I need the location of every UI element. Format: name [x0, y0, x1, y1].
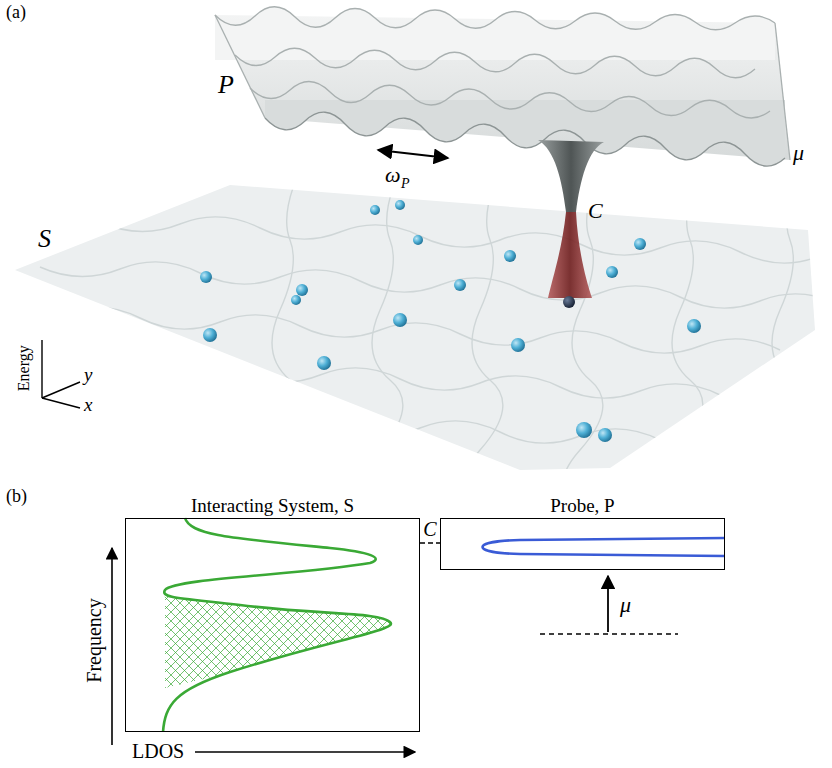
plot-box: Interacting System, S [125, 518, 420, 732]
atom [296, 284, 308, 296]
atom [395, 200, 405, 210]
coupling-link [420, 542, 440, 544]
axis-label: Energy [15, 345, 33, 391]
atoms [200, 200, 701, 442]
probe-front-fill [265, 100, 785, 166]
lattice-sheet [15, 185, 815, 470]
probed-atom [563, 296, 575, 308]
coupling-symbol: C [588, 198, 603, 223]
atom [687, 319, 701, 333]
chemical-potential-symbol: μ [793, 140, 804, 165]
atom [203, 328, 217, 342]
oscillation-arrow [378, 150, 448, 158]
coupling-symbol: C [423, 518, 436, 541]
atom [511, 338, 525, 352]
probe-symbol: P [218, 70, 234, 100]
ldos-curve [163, 518, 391, 732]
frequency-subscript: P [401, 176, 410, 192]
frequency-axis [111, 548, 113, 745]
lattice-waves [0, 170, 832, 520]
atom [370, 205, 380, 215]
atom [291, 295, 301, 305]
probe-back-fill [215, 7, 775, 60]
axes [42, 340, 80, 408]
atom [317, 356, 331, 370]
axis-label: Frequency [82, 598, 105, 682]
probe-waves [215, 7, 790, 166]
frequency-symbol: ω [385, 162, 401, 187]
atom [413, 235, 423, 245]
axis-label: x [84, 394, 92, 416]
coupling-cone [548, 212, 592, 298]
box-heading: Interacting System, S [191, 495, 354, 517]
atom [576, 422, 592, 438]
atom [504, 250, 516, 262]
probe-band [483, 538, 726, 556]
chemical-potential-arrow [607, 576, 609, 632]
atom [454, 279, 466, 291]
system-symbol: S [38, 224, 51, 254]
axis-label: LDOS [132, 740, 184, 763]
chemical-potential-symbol: μ [620, 592, 631, 617]
axis-label: y [84, 364, 92, 386]
reference-level [540, 633, 678, 634]
atom [393, 313, 407, 327]
ldos-axis [195, 751, 415, 753]
atom [634, 238, 646, 250]
panel-letter: (b) [6, 486, 27, 507]
panel-letter: (a) [6, 2, 26, 23]
box-heading: Probe, P [550, 495, 614, 517]
atom [606, 266, 618, 278]
atom [200, 271, 212, 283]
atom [598, 428, 612, 442]
plot-box: Probe, P [440, 518, 725, 570]
